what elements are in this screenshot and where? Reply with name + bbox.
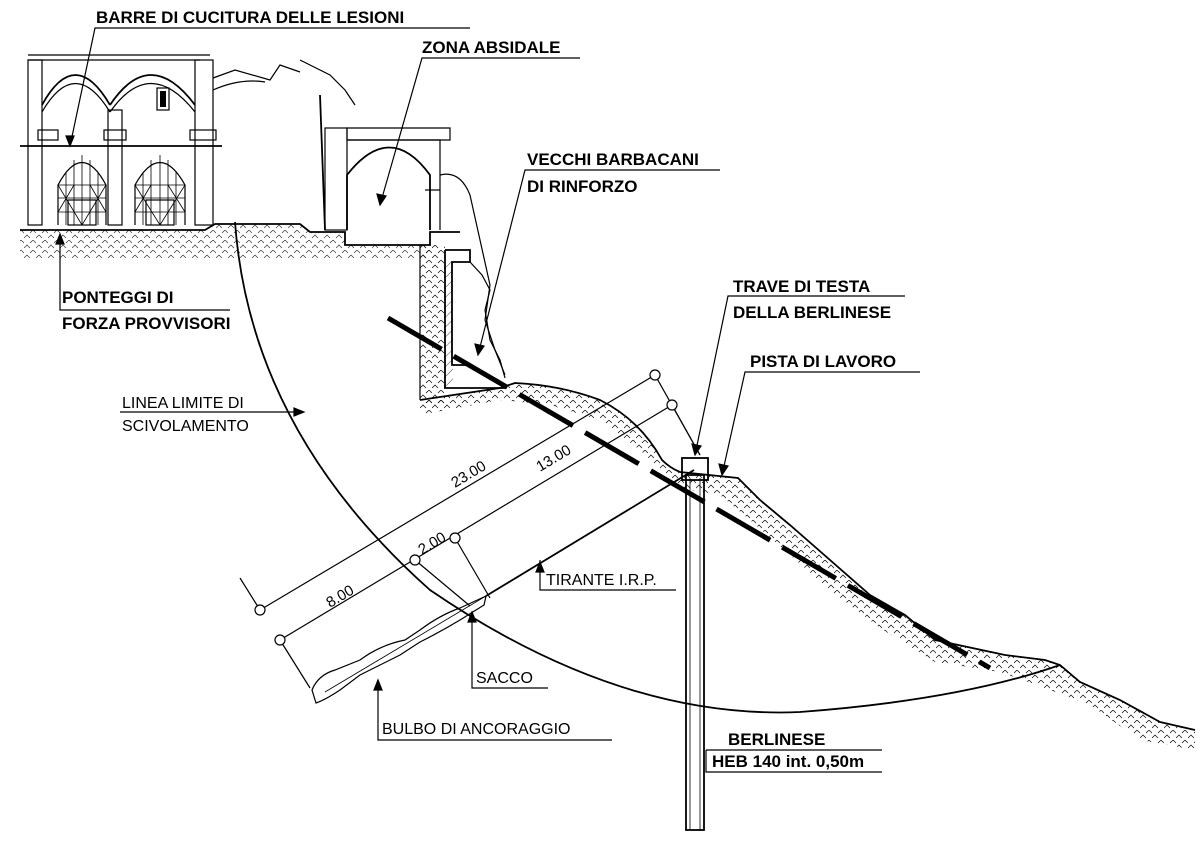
- dim-2: 2.00: [415, 529, 449, 559]
- hillside-slope: [234, 221, 1196, 750]
- label-barre-cucitura: BARRE DI CUCITURA DELLE LESIONI: [96, 8, 404, 27]
- label-vecchi-barbacani-1: VECCHI BARBACANI: [527, 150, 699, 169]
- label-trave-testa-2: DELLA BERLINESE: [733, 303, 891, 322]
- label-berlinese-2: HEB 140 int. 0,50m: [712, 752, 864, 771]
- tie-rod: [324, 469, 695, 693]
- label-zona-absidale: ZONA ABSIDALE: [422, 38, 561, 57]
- dim-13: 13.00: [533, 442, 574, 476]
- label-sacco: SACCO: [476, 670, 533, 687]
- label-berlinese-1: BERLINESE: [728, 730, 825, 749]
- church-building: [20, 54, 460, 258]
- old-buttress: [419, 173, 506, 405]
- berlinese-pile: [681, 457, 709, 831]
- label-bulbo: BULBO DI ANCORAGGIO: [382, 721, 570, 738]
- label-tirante: TIRANTE I.R.P.: [546, 572, 657, 589]
- label-ponteggi-2: FORZA PROVVISORI: [62, 314, 230, 333]
- label-linea-limite-1: LINEA LIMITE DI: [122, 395, 244, 412]
- label-vecchi-barbacani-2: DI RINFORZO: [527, 177, 638, 196]
- dim-8: 8.00: [323, 582, 357, 612]
- dimension-lines: [239, 369, 701, 689]
- label-ponteggi-1: PONTEGGI DI: [62, 288, 173, 307]
- anchor-bulb: [311, 594, 487, 704]
- label-trave-testa-1: TRAVE DI TESTA: [733, 277, 870, 296]
- leader-lines: [55, 27, 920, 773]
- label-pista-lavoro: PISTA DI LAVORO: [750, 352, 896, 371]
- label-linea-limite-2: SCIVOLAMENTO: [122, 418, 249, 435]
